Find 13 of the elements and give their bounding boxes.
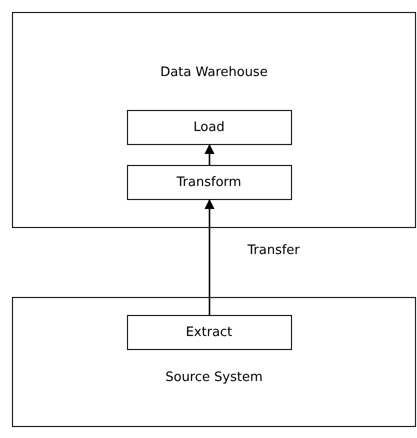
container-title: Data Warehouse — [160, 65, 268, 80]
arrow — [204, 144, 214, 165]
container-title: Source System — [165, 370, 263, 385]
process-box — [126, 110, 292, 144]
process-box — [126, 314, 292, 350]
process-box — [126, 164, 292, 200]
container-box — [12, 297, 416, 427]
box-label: Load — [193, 120, 225, 134]
box-label: Extract — [186, 324, 232, 340]
box-label: Transform — [176, 174, 242, 190]
edge-label: Transfer — [248, 242, 300, 258]
arrow — [204, 199, 214, 315]
container-box — [12, 12, 416, 228]
